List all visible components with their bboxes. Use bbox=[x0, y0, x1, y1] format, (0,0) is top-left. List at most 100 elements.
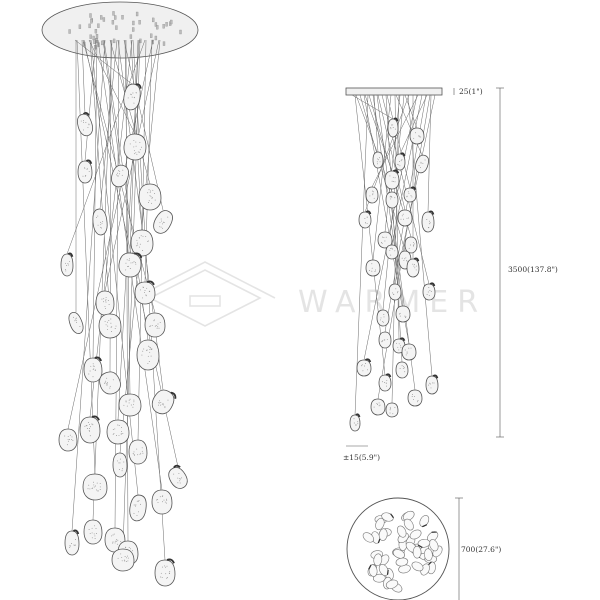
canopy-mount bbox=[102, 17, 106, 22]
glass-pendant-outline bbox=[77, 160, 93, 184]
glass-texture-dot bbox=[99, 486, 101, 488]
glass-texture-dot bbox=[105, 299, 107, 301]
glass-texture-dot bbox=[411, 196, 413, 198]
glass-texture-dot bbox=[137, 454, 139, 456]
glass-pendant bbox=[356, 358, 372, 377]
glass-texture-dot bbox=[366, 222, 368, 224]
glass-texture-dot bbox=[127, 555, 128, 557]
glass-texture-dot bbox=[403, 366, 405, 368]
glass-texture-dot bbox=[105, 307, 107, 309]
glass-texture-dot bbox=[97, 224, 99, 226]
glass-texture-dot bbox=[125, 269, 127, 271]
glass-texture-dot bbox=[394, 250, 396, 252]
glass-texture-dot bbox=[104, 382, 106, 384]
glass-texture-dot bbox=[112, 541, 114, 543]
glass-texture-dot bbox=[75, 539, 76, 540]
glass-texture-dot bbox=[390, 198, 392, 200]
glass-texture-dot bbox=[128, 399, 130, 401]
glass-texture-dot bbox=[160, 576, 162, 578]
glass-texture-dot bbox=[429, 222, 431, 224]
canopy-thickness-label: 25(1") bbox=[459, 87, 483, 96]
elevation-wire bbox=[399, 94, 428, 155]
glass-texture-dot bbox=[404, 349, 406, 351]
glass-texture-dot bbox=[390, 248, 392, 249]
plan-pendant-outline bbox=[392, 549, 405, 559]
glass-texture-dot bbox=[376, 403, 378, 405]
glass-texture-dot bbox=[133, 97, 135, 99]
glass-pendant bbox=[99, 371, 121, 395]
glass-texture-dot bbox=[92, 376, 94, 378]
glass-texture-dot bbox=[161, 496, 163, 498]
canopy-mount bbox=[138, 20, 141, 25]
glass-texture-dot bbox=[125, 262, 127, 264]
glass-texture-dot bbox=[118, 425, 120, 426]
glass-pendant bbox=[378, 331, 392, 349]
glass-texture-dot bbox=[419, 136, 421, 138]
glass-pendant-outline bbox=[95, 290, 115, 316]
glass-texture-dot bbox=[413, 265, 415, 267]
glass-texture-dot bbox=[402, 368, 404, 370]
glass-pendant bbox=[136, 339, 160, 371]
glass-texture-dot bbox=[123, 461, 125, 463]
glass-pendant-outline bbox=[358, 211, 372, 229]
glass-texture-dot bbox=[378, 402, 380, 404]
plan-pendant-outline bbox=[378, 564, 389, 576]
glass-pendant bbox=[123, 133, 147, 161]
glass-texture-dot bbox=[353, 418, 355, 420]
glass-texture-dot bbox=[139, 243, 141, 245]
perspective-view bbox=[41, 1, 199, 587]
glass-texture-dot bbox=[355, 424, 357, 426]
plan-pendant-outline bbox=[396, 525, 407, 538]
plan-pendant bbox=[373, 553, 383, 567]
glass-pendant bbox=[365, 259, 381, 277]
glass-texture-dot bbox=[123, 404, 125, 406]
glass-texture-dot bbox=[140, 146, 142, 148]
canopy-mount bbox=[112, 38, 116, 44]
glass-texture-dot bbox=[84, 425, 86, 427]
glass-pendant bbox=[82, 473, 108, 501]
plan-pendant-outline bbox=[402, 510, 415, 521]
glass-texture-dot bbox=[414, 267, 416, 269]
glass-texture-dot bbox=[66, 444, 68, 446]
glass-texture-dot bbox=[86, 425, 88, 427]
glass-texture-dot bbox=[432, 382, 434, 384]
glass-texture-dot bbox=[361, 364, 363, 366]
plan-pendant-clip bbox=[417, 544, 423, 549]
glass-texture-dot bbox=[100, 226, 102, 228]
glass-pendant-outline bbox=[356, 359, 372, 377]
glass-texture-dot bbox=[406, 196, 408, 198]
canopy-elevation bbox=[345, 87, 443, 96]
glass-pendant bbox=[64, 529, 80, 556]
glass-texture-dot bbox=[99, 221, 101, 223]
pendant-clip bbox=[428, 210, 435, 215]
glass-texture-dot bbox=[392, 176, 394, 178]
glass-texture-dot bbox=[160, 572, 162, 574]
glass-texture-dot bbox=[428, 294, 430, 296]
glass-texture-dot bbox=[149, 190, 151, 192]
glass-pendant bbox=[151, 489, 173, 515]
glass-texture-dot bbox=[122, 169, 124, 171]
glass-pendant-outline bbox=[403, 187, 417, 203]
glass-pendant bbox=[349, 413, 361, 432]
glass-texture-dot bbox=[161, 403, 163, 405]
glass-texture-dot bbox=[159, 400, 160, 402]
glass-texture-dot bbox=[97, 490, 99, 492]
glass-pendant-outline bbox=[377, 231, 393, 249]
glass-texture-dot bbox=[401, 159, 403, 161]
glass-texture-dot bbox=[127, 557, 129, 559]
plan-pendant-clip bbox=[431, 531, 437, 533]
glass-texture-dot bbox=[124, 560, 126, 562]
pendant-clip bbox=[82, 111, 90, 116]
glass-texture-dot bbox=[380, 317, 382, 319]
glass-texture-dot bbox=[112, 429, 114, 430]
glass-pendant bbox=[83, 356, 103, 383]
glass-texture-dot bbox=[93, 481, 94, 483]
glass-pendant bbox=[378, 373, 392, 392]
glass-texture-dot bbox=[385, 236, 387, 238]
glass-texture-dot bbox=[400, 160, 402, 162]
canopy-mount bbox=[78, 24, 82, 29]
glass-texture-dot bbox=[74, 320, 76, 322]
glass-pendant bbox=[118, 393, 142, 417]
glass-texture-dot bbox=[114, 542, 116, 544]
glass-texture-dot bbox=[378, 157, 380, 159]
